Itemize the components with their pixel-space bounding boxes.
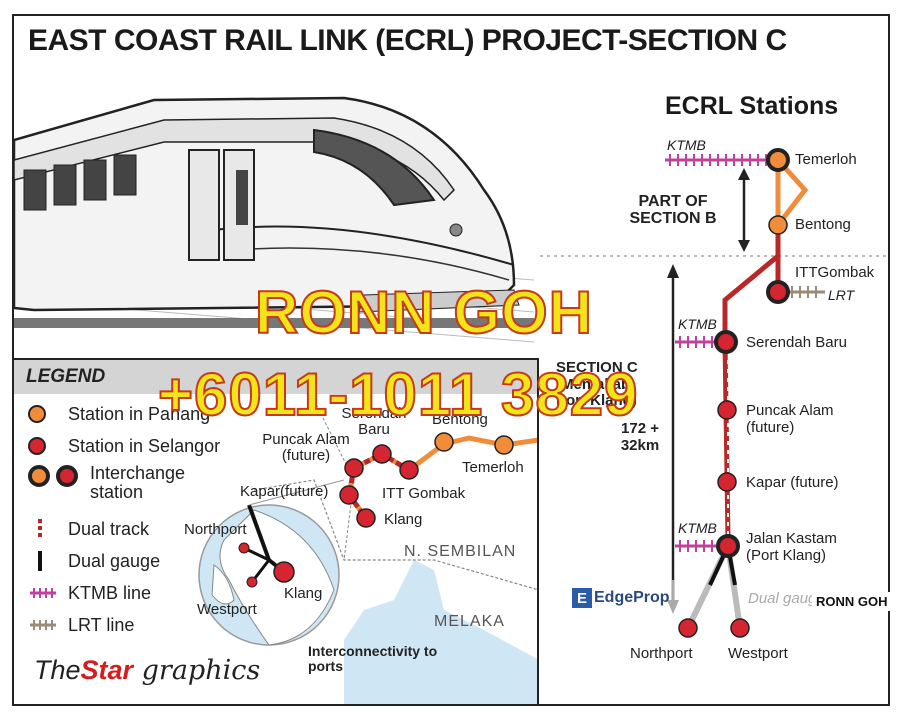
station-serendah-baru: Serendah Baru [746, 334, 847, 351]
map-label-bentong: Bentong [432, 411, 488, 428]
ktmb-tag-serendah: KTMB [678, 316, 717, 332]
station-line-diagram [540, 148, 890, 638]
inset-label-northport: Northport [184, 521, 247, 538]
train-illustration [14, 80, 534, 355]
station-puncak-alam: Puncak Alam (future) [746, 402, 834, 437]
legend-item-lrt: LRT line [28, 613, 134, 637]
legend-item-dual-gauge: Dual gauge [28, 549, 160, 573]
route-map [198, 360, 537, 704]
ktmb-tag-jalan-kastam: KTMB [678, 520, 717, 536]
part-of-section-b: PART OF SECTION B [629, 193, 717, 227]
legend-item-selangor: Station in Selangor [28, 434, 220, 458]
ktmb-tag-temerloh: KTMB [667, 137, 706, 153]
legend-panel: LEGEND Station in Pahang Station in Sela… [14, 358, 539, 704]
legend-item-interchange: Interchange station [28, 464, 200, 502]
lrt-line-icon [30, 620, 56, 630]
selangor-dot-icon [28, 437, 46, 455]
map-label-kapar: Kapar(future) [240, 483, 329, 500]
map-label-itt-gombak: ITT Gombak [382, 485, 466, 502]
map-label-serendah-baru: Serendah Baru [341, 405, 407, 438]
watermark-small: RONN GOH [812, 592, 892, 611]
lrt-tag: LRT [828, 287, 855, 303]
ktmb-line-icon [30, 588, 56, 598]
interchange-pahang-icon [28, 465, 50, 487]
section-c-label: SECTION C (Mentakab- Port Klang) [556, 359, 638, 409]
station-westport: Westport [728, 645, 788, 662]
inset-caption: Interconnectivity to ports [308, 643, 438, 674]
thestar-graphics-credit: TheStar graphics [34, 655, 261, 686]
section-distance: 172 + 32km [620, 420, 660, 455]
edgeprop-e-icon: E [572, 588, 592, 608]
inset-label-klang: Klang [284, 585, 323, 602]
station-northport: Northport [630, 645, 693, 662]
page-title: EAST COAST RAIL LINK (ECRL) PROJECT-SECT… [28, 24, 787, 57]
legend-item-dual-track: Dual track [28, 517, 149, 541]
map-label-temerloh: Temerloh [462, 459, 524, 476]
map-label-puncak-alam: Puncak Alam (future) [262, 431, 350, 464]
map-label-n-sembilan: N. SEMBILAN [404, 543, 517, 560]
dual-track-icon [38, 519, 42, 539]
station-temerloh: Temerloh [795, 151, 857, 168]
stations-title: ECRL Stations [665, 92, 839, 120]
legend-item-ktmb: KTMB line [28, 581, 151, 605]
legend-header: LEGEND [14, 360, 537, 394]
watermark-phone: +6011-1011 3829 [157, 360, 639, 429]
legend-heading: LEGEND [26, 366, 106, 387]
map-label-melaka: MELAKA [434, 613, 505, 630]
map-label-klang: Klang [384, 511, 423, 528]
interchange-selangor-icon [56, 465, 78, 487]
station-bentong: Bentong [795, 216, 851, 233]
watermark-name: RONN GOH [254, 278, 593, 347]
legend-item-pahang: Station in Pahang [28, 402, 210, 426]
station-jalan-kastam: Jalan Kastam (Port Klang) [746, 530, 837, 565]
dual-gauge-tag: Dual gauge [748, 590, 825, 607]
dual-gauge-icon [38, 551, 42, 571]
station-itt-gombak: ITTGombak [795, 264, 875, 281]
station-kapar: Kapar (future) [746, 474, 839, 491]
inset-label-westport: Westport [197, 601, 257, 618]
pahang-dot-icon [28, 405, 46, 423]
